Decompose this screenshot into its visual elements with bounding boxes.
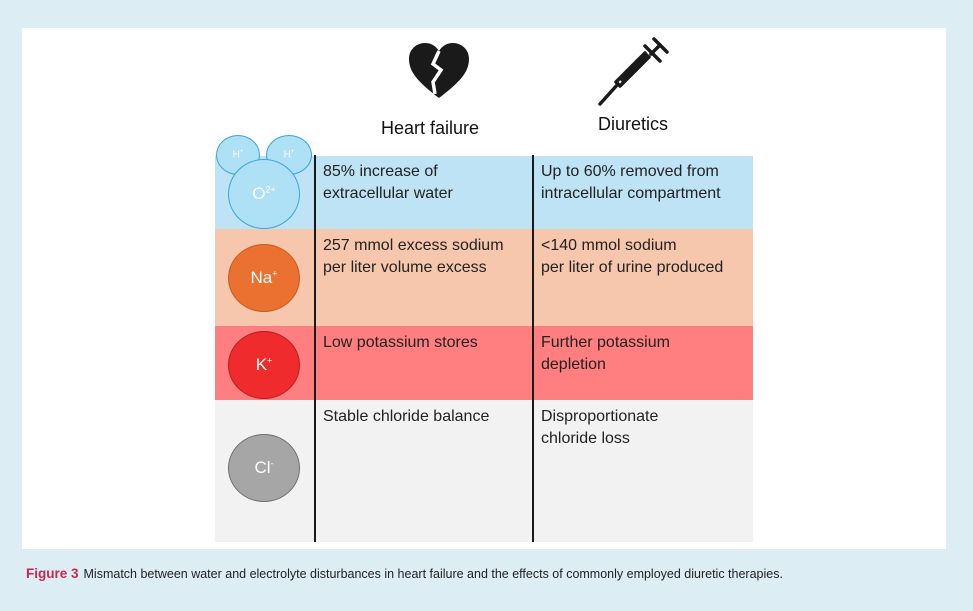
syringe-icon: [598, 37, 669, 106]
caption-text: Mismatch between water and electrolyte d…: [83, 567, 783, 581]
divider-line-left: [314, 155, 316, 542]
row-potassium: [215, 326, 753, 400]
row-sodium: [215, 229, 753, 326]
diuretics-title: Diuretics: [598, 114, 669, 134]
figure-label: Figure 3: [26, 566, 79, 581]
row-chloride: [215, 400, 753, 542]
figure-caption: Figure 3 Mismatch between water and elect…: [26, 566, 783, 581]
hf-potassium-text: Low potassium stores: [323, 334, 478, 351]
sodium-circle: Na+: [228, 244, 300, 312]
hf-chloride-text: Stable chloride balance: [323, 408, 490, 425]
broken-heart-icon: [409, 43, 469, 98]
oxygen-circle: O2+: [228, 159, 300, 229]
divider-line-right: [532, 155, 534, 542]
heart-failure-title: Heart failure: [381, 118, 480, 138]
potassium-circle: K+: [228, 331, 300, 399]
chloride-circle: Cl-: [228, 434, 300, 502]
